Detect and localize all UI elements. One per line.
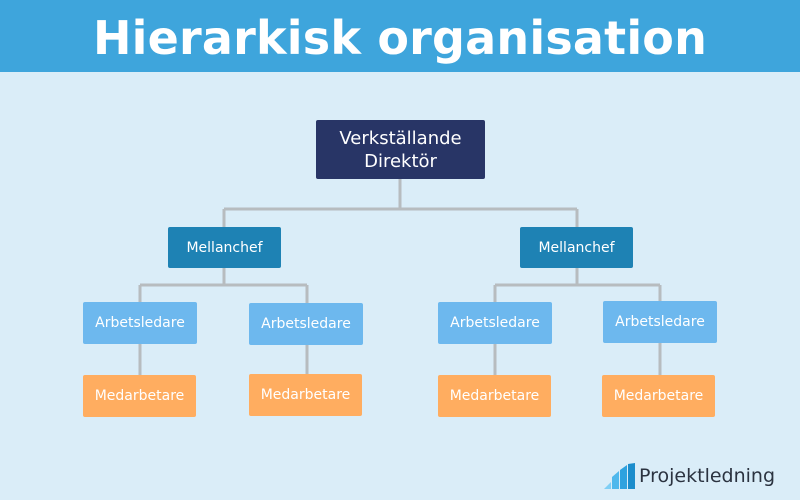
bar-chart-logo-icon [604, 463, 635, 489]
employee-box-3: Medarbetare [438, 375, 551, 417]
lead-box-4: Arbetsledare [603, 301, 717, 343]
brand-logo: Projektledning [604, 461, 794, 491]
employee-box-4: Medarbetare [602, 375, 715, 417]
ceo-box: Verkställande Direktör [316, 120, 485, 179]
lead-box-3: Arbetsledare [438, 302, 552, 344]
employee-box-1: Medarbetare [83, 375, 196, 417]
employee-box-2: Medarbetare [249, 374, 362, 416]
manager-box-right: Mellanchef [520, 227, 633, 268]
header-bar: Hierarkisk organisation [0, 0, 800, 72]
lead-box-2: Arbetsledare [249, 303, 363, 345]
manager-box-left: Mellanchef [168, 227, 281, 268]
brand-name: Projektledning [639, 465, 776, 487]
page-title: Hierarkisk organisation [92, 11, 708, 65]
lead-box-1: Arbetsledare [83, 302, 197, 344]
